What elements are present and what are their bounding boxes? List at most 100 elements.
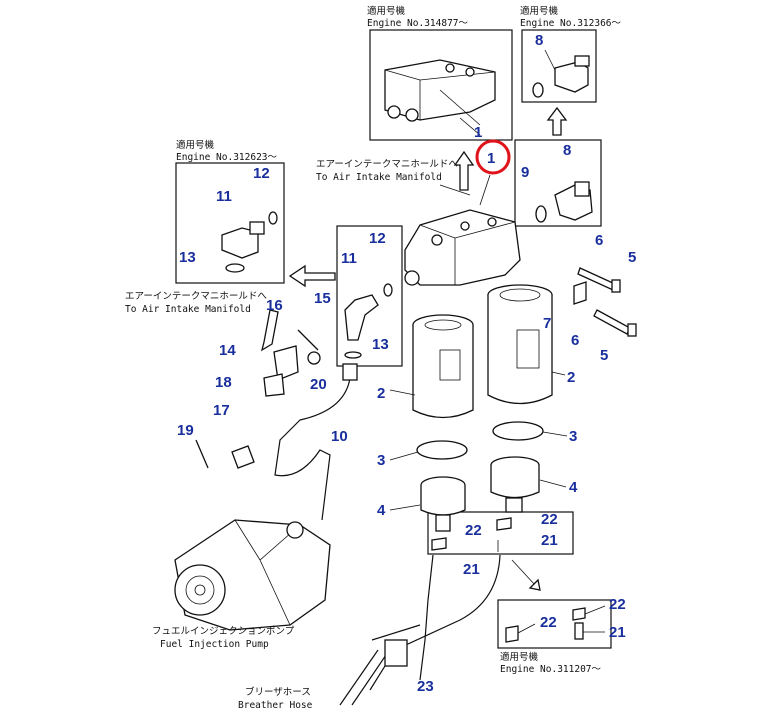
highlight-circle bbox=[475, 139, 511, 175]
fitting-22-right bbox=[496, 517, 512, 531]
inset-box-center bbox=[336, 225, 403, 367]
bolt-upper bbox=[577, 267, 621, 293]
tube-21-bottom bbox=[574, 622, 584, 640]
callout-20: 20 bbox=[310, 376, 327, 393]
serial-bottom-en: Engine No.311207〜 bbox=[500, 664, 602, 675]
serial-bottom-jp: 適用号機 bbox=[500, 651, 539, 663]
pump-label-en: Fuel Injection Pump bbox=[160, 639, 269, 650]
arrow-downright bbox=[511, 559, 541, 591]
breather-hose bbox=[339, 624, 421, 706]
callout-23: 23 bbox=[417, 678, 434, 695]
intake-center-jp: エアーインテークマニホールドへ bbox=[316, 159, 458, 170]
serial-top-en: Engine No.314877〜 bbox=[367, 18, 469, 29]
inset-box-right bbox=[514, 139, 602, 227]
clamp-23 bbox=[384, 639, 408, 667]
callout-14: 14 bbox=[219, 342, 236, 359]
hose-label-jp: ブリーザホース bbox=[245, 686, 311, 698]
callout-21-bottom: 21 bbox=[609, 624, 626, 641]
callout-18: 18 bbox=[215, 374, 232, 391]
callout-15: 15 bbox=[314, 290, 331, 307]
callout-11-center: 11 bbox=[341, 250, 357, 267]
inset-box-left bbox=[175, 162, 285, 284]
drain-hose-left bbox=[419, 554, 434, 681]
callout-22-bottom-left: 22 bbox=[540, 614, 557, 631]
elbow-fitting-center bbox=[344, 283, 393, 359]
inset-box-bottom bbox=[497, 599, 612, 649]
callout-7: 7 bbox=[543, 315, 551, 332]
clip-18 bbox=[263, 373, 285, 397]
hose-label-en: Breather Hose bbox=[238, 700, 313, 711]
callout-12-left: 12 bbox=[253, 165, 270, 182]
filter-head-main bbox=[404, 209, 521, 286]
intake-left-jp: エアーインテークマニホールドへ bbox=[125, 291, 267, 302]
filter-cartridge-left bbox=[412, 314, 474, 419]
serial-topright-en: Engine No.312366〜 bbox=[520, 18, 622, 29]
sediment-bowl-left bbox=[420, 476, 466, 532]
elbow-fitting-topright bbox=[532, 49, 590, 98]
callout-1-top: 1 bbox=[474, 124, 482, 141]
callout-13-center: 13 bbox=[372, 336, 389, 353]
callout-8-topright: 8 bbox=[535, 32, 543, 49]
callout-3-left: 3 bbox=[377, 452, 385, 469]
leader-1a bbox=[459, 117, 481, 136]
serial-left-en: Engine No.312623〜 bbox=[176, 152, 278, 163]
seal-ring-left bbox=[416, 440, 468, 460]
callout-13-left: 13 bbox=[179, 249, 196, 266]
intake-left-en: To Air Intake Manifold bbox=[125, 304, 251, 315]
leader-2b bbox=[551, 371, 566, 376]
callout-5-upper: 5 bbox=[628, 249, 636, 266]
fuel-pipe-10 bbox=[274, 377, 351, 521]
filter-head-top bbox=[384, 59, 496, 126]
callout-19: 19 bbox=[177, 422, 194, 439]
callout-10: 10 bbox=[331, 428, 348, 445]
pump-label-jp: フュエルインジェクションポンプ bbox=[152, 626, 295, 637]
bolt-lower bbox=[593, 309, 637, 337]
callout-6-lower: 6 bbox=[571, 332, 579, 349]
seal-ring-right bbox=[492, 421, 544, 441]
clamp-17 bbox=[231, 445, 255, 469]
pipe-fitting bbox=[342, 363, 358, 381]
sleeve-16 bbox=[260, 309, 279, 352]
callout-21-box: 21 bbox=[541, 532, 558, 549]
inset-box-topright bbox=[521, 29, 597, 103]
leader-3a bbox=[389, 451, 419, 461]
elbow-fitting-right bbox=[535, 181, 593, 223]
callout-4-left: 4 bbox=[377, 502, 386, 519]
callout-17: 17 bbox=[213, 402, 230, 419]
serial-left-jp: 適用号機 bbox=[176, 139, 215, 151]
inset-box-fittings bbox=[427, 511, 574, 555]
callout-1-highlighted: 1 bbox=[487, 150, 495, 167]
callout-16: 16 bbox=[266, 297, 283, 314]
leader-2a bbox=[389, 389, 416, 396]
serial-topright-jp: 適用号機 bbox=[520, 5, 559, 17]
drain-hose-right bbox=[369, 554, 501, 691]
fitting-22-left bbox=[431, 537, 447, 551]
callout-22-right: 22 bbox=[541, 511, 558, 528]
bracket-7 bbox=[573, 281, 587, 305]
callout-9: 9 bbox=[521, 164, 529, 181]
callout-12-center: 12 bbox=[369, 230, 386, 247]
leader-4a bbox=[389, 504, 421, 511]
callout-4-right: 4 bbox=[569, 479, 578, 496]
bolt-19 bbox=[195, 439, 209, 469]
callout-22-bottom-right: 22 bbox=[609, 596, 626, 613]
callout-2-left: 2 bbox=[377, 385, 385, 402]
bracket-14 bbox=[273, 345, 299, 381]
callout-5-lower: 5 bbox=[600, 347, 608, 364]
fuel-injection-pump bbox=[174, 519, 331, 631]
fitting-22-bottom bbox=[505, 625, 519, 643]
washer-20 bbox=[307, 351, 321, 365]
arrow-up-center bbox=[453, 150, 475, 191]
callout-6-upper: 6 bbox=[595, 232, 603, 249]
fitting-22-bottom-right bbox=[572, 607, 586, 621]
callout-21-hose: 21 bbox=[463, 561, 480, 578]
elbow-fitting-left bbox=[221, 211, 278, 273]
arrow-up-topright bbox=[546, 106, 568, 136]
filter-cartridge-right bbox=[487, 284, 553, 405]
serial-top-jp: 適用号機 bbox=[367, 5, 406, 17]
callout-11-left: 11 bbox=[216, 188, 232, 205]
bolt-15 bbox=[297, 329, 319, 351]
intake-center-en: To Air Intake Manifold bbox=[316, 172, 442, 183]
